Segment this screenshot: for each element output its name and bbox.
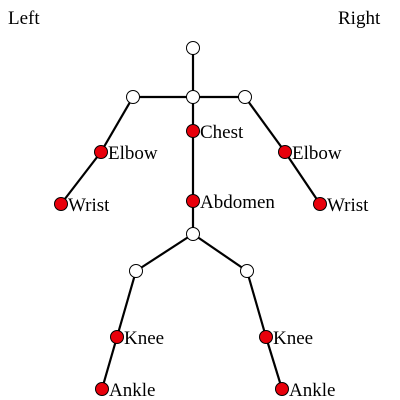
joint-r-elbow xyxy=(279,146,292,159)
bone-r-shoulder-r-elbow xyxy=(245,97,285,152)
joint-l-elbow xyxy=(95,146,108,159)
joint-pelvis xyxy=(187,228,200,241)
joint-head xyxy=(187,42,200,55)
bone-pelvis-r-hip xyxy=(193,234,247,271)
joint-r-shoulder xyxy=(239,91,252,104)
joint-label-l-ankle: Ankle xyxy=(109,380,155,400)
joint-l-knee xyxy=(111,331,124,344)
joint-label-chest: Chest xyxy=(200,122,244,143)
joint-label-l-wrist: Wrist xyxy=(68,195,110,216)
joint-r-wrist xyxy=(314,198,327,211)
joint-label-l-elbow: Elbow xyxy=(108,143,158,164)
joint-label-l-knee: Knee xyxy=(124,328,164,349)
joint-label-r-knee: Knee xyxy=(273,328,313,349)
joint-r-hip xyxy=(241,265,254,278)
joint-label-r-elbow: Elbow xyxy=(292,143,342,164)
joint-neck xyxy=(187,91,200,104)
joint-l-ankle xyxy=(96,383,109,396)
joint-l-shoulder xyxy=(127,91,140,104)
bone-pelvis-l-hip xyxy=(136,234,193,271)
bone-r-hip-r-knee xyxy=(247,271,266,337)
joint-r-knee xyxy=(260,331,273,344)
joint-l-hip xyxy=(130,265,143,278)
joint-label-r-ankle: Ankle xyxy=(289,380,335,400)
joint-chest xyxy=(187,125,200,138)
joint-r-ankle xyxy=(276,383,289,396)
joint-label-r-wrist: Wrist xyxy=(327,195,369,216)
joint-l-wrist xyxy=(55,198,68,211)
joint-abdomen xyxy=(187,195,200,208)
joint-label-abdomen: Abdomen xyxy=(200,192,275,213)
